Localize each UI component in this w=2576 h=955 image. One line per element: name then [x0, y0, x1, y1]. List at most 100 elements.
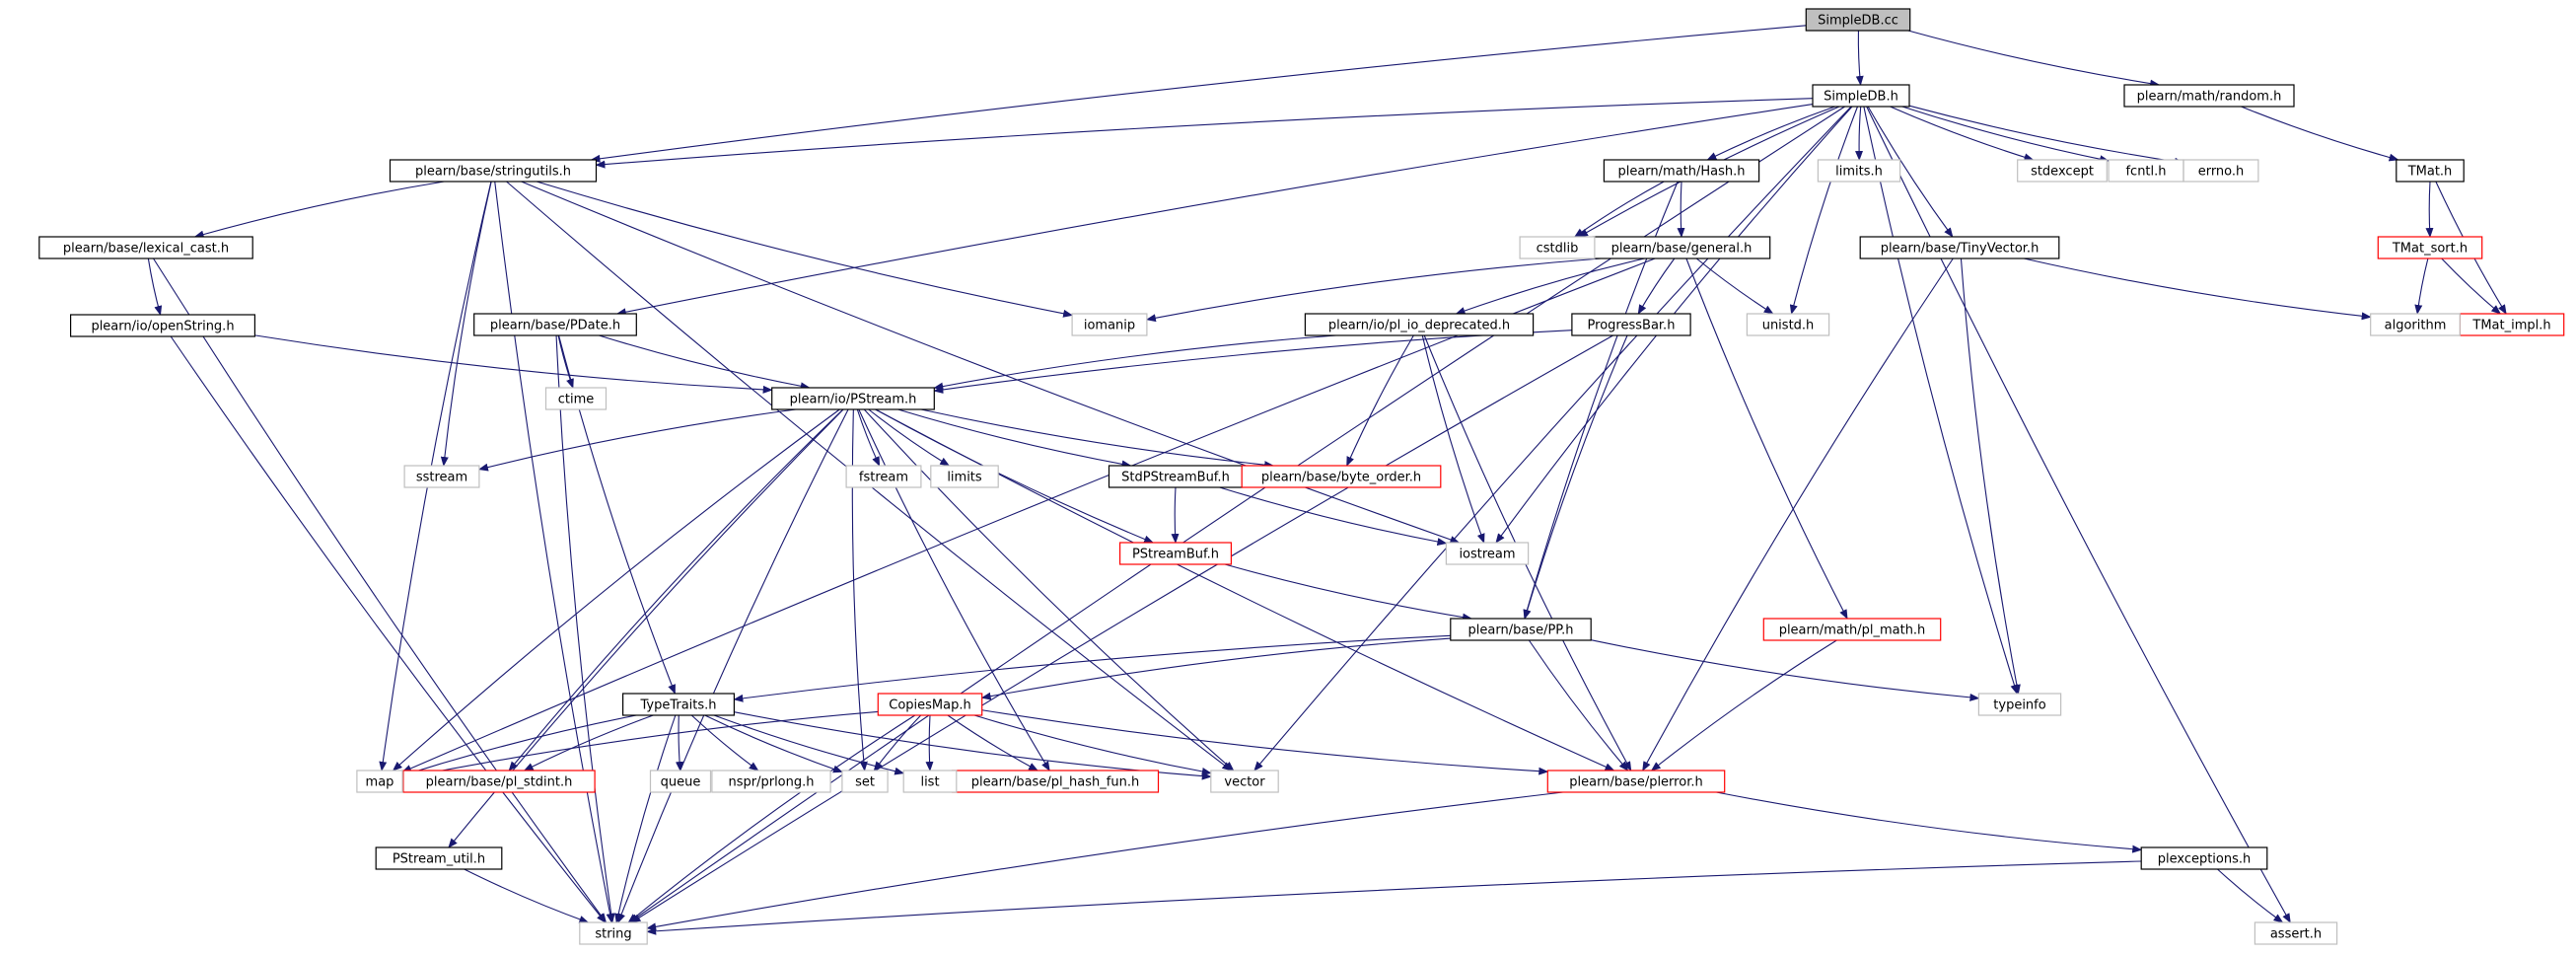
- node-stringutils-h[interactable]: plearn/base/stringutils.h: [389, 159, 598, 183]
- node-box: [1805, 8, 1911, 32]
- node-tmat-sort-h[interactable]: TMat_sort.h: [2377, 236, 2483, 259]
- node-box: [2254, 921, 2338, 945]
- node-stdpstreambuf-h[interactable]: StdPStreamBuf.h: [1108, 465, 1244, 488]
- node-box: [402, 770, 596, 793]
- edge-pstreambuf-h-to-pp-h: [1224, 563, 1472, 622]
- node-cstdlib[interactable]: cstdlib: [1519, 236, 1596, 259]
- node-pp-h[interactable]: plearn/base/PP.h: [1450, 618, 1592, 641]
- node-box: [1859, 236, 2060, 259]
- edge-openString-h-to-string: [170, 335, 607, 923]
- node-errno-h[interactable]: errno.h: [2182, 159, 2259, 183]
- node-assert-h[interactable]: assert.h: [2254, 921, 2338, 945]
- node-label: plearn/math/pl_math.h: [1779, 624, 1926, 638]
- node-simpledb-cc[interactable]: SimpleDB.cc: [1805, 8, 1911, 32]
- edge-pstream-h-to-byte-order-h: [920, 408, 1275, 470]
- node-tmat-h[interactable]: TMat.h: [2396, 159, 2465, 183]
- node-plexceptions-h[interactable]: plexceptions.h: [2140, 846, 2268, 870]
- node-box: [2396, 159, 2465, 183]
- node-map[interactable]: map: [356, 770, 403, 793]
- node-box: [1304, 313, 1535, 336]
- edge-typetraits-h-to-queue: [675, 714, 683, 771]
- node-label: plearn/base/general.h: [1611, 242, 1753, 257]
- node-random-h[interactable]: plearn/math/random.h: [2123, 84, 2295, 108]
- node-label: CopiesMap.h: [889, 698, 970, 713]
- node-pstreambuf-h[interactable]: PStreamBuf.h: [1118, 542, 1232, 565]
- node-box: [649, 770, 712, 793]
- edge-simpledb-cc-to-stringutils-h: [590, 25, 1807, 163]
- node-limits-h[interactable]: limits.h: [1817, 159, 1901, 183]
- edge-stringutils-h-to-string: [494, 181, 614, 923]
- node-fstream[interactable]: fstream: [845, 465, 922, 488]
- edge-plerror-h-to-string: [646, 791, 1563, 931]
- node-typeinfo[interactable]: typeinfo: [1977, 693, 2062, 716]
- node-limits[interactable]: limits: [930, 465, 999, 488]
- node-box: [877, 693, 983, 716]
- node-label: limits.h: [1835, 165, 1883, 180]
- node-nspr-prlong-h[interactable]: nspr/prlong.h: [711, 770, 831, 793]
- edge-typetraits-h-to-nspr-prlong-h: [690, 714, 759, 771]
- node-tinyvector-h[interactable]: plearn/base/TinyVector.h: [1859, 236, 2060, 259]
- node-pstream-util-h[interactable]: PStream_util.h: [375, 846, 503, 870]
- node-box: [2182, 159, 2259, 183]
- node-box: [356, 770, 403, 793]
- edge-general-h-to-iomanip: [1145, 257, 1602, 323]
- edge-copiesmap-h-to-vector: [973, 714, 1212, 775]
- edge-hash-h-to-cstdlib: [1573, 181, 1665, 238]
- edge-stringutils-h-to-iomanip: [536, 181, 1074, 318]
- node-box: [2370, 313, 2461, 336]
- node-typetraits-h[interactable]: TypeTraits.h: [621, 693, 735, 716]
- node-progressbar-h[interactable]: ProgressBar.h: [1571, 313, 1691, 336]
- node-unistd-h[interactable]: unistd.h: [1746, 313, 1830, 336]
- node-label: plearn/base/pl_hash_fun.h: [971, 775, 1139, 790]
- node-byte-order-h[interactable]: plearn/base/byte_order.h: [1241, 465, 1442, 488]
- node-fcntl-h[interactable]: fcntl.h: [2108, 159, 2184, 183]
- node-lexical-cast-h[interactable]: plearn/base/lexical_cast.h: [38, 236, 253, 259]
- node-tmat-impl-h[interactable]: TMat_impl.h: [2459, 313, 2565, 336]
- node-label: StdPStreamBuf.h: [1121, 471, 1230, 485]
- node-plerror-h[interactable]: plearn/base/plerror.h: [1546, 770, 1726, 793]
- edge-simpledb-cc-to-simpledb-h: [1855, 30, 1864, 86]
- node-pdate-h[interactable]: plearn/base/PDate.h: [473, 313, 637, 336]
- node-pl-io-deprecated-h[interactable]: plearn/io/pl_io_deprecated.h: [1304, 313, 1535, 336]
- node-label: typeinfo: [1993, 698, 2045, 713]
- node-vector[interactable]: vector: [1210, 770, 1279, 793]
- node-label: plearn/io/PStream.h: [790, 393, 917, 407]
- node-label: ProgressBar.h: [1588, 319, 1676, 333]
- node-pstream-h[interactable]: plearn/io/PStream.h: [771, 387, 935, 410]
- edge-pstream-h-to-pl-hash-fun-h: [858, 408, 1050, 771]
- node-algorithm[interactable]: algorithm: [2370, 313, 2461, 336]
- node-box: [1519, 236, 1596, 259]
- node-label: plearn/io/openString.h: [91, 320, 234, 334]
- node-box: [1603, 159, 1760, 183]
- node-general-h[interactable]: plearn/base/general.h: [1592, 236, 1771, 259]
- node-pl-stdint-h[interactable]: plearn/base/pl_stdint.h: [402, 770, 596, 793]
- edge-copiesmap-h-to-set: [873, 714, 922, 771]
- node-pl-math-h[interactable]: plearn/math/pl_math.h: [1762, 618, 1942, 641]
- node-label: TMat_sort.h: [2392, 242, 2468, 257]
- edge-pstream-h-to-stdpstreambuf-h: [897, 408, 1132, 469]
- edge-simpledb-h-to-vector: [1253, 106, 1852, 771]
- node-box: [1241, 465, 1442, 488]
- node-iostream[interactable]: iostream: [1445, 542, 1530, 565]
- node-simpledb-h[interactable]: SimpleDB.h: [1812, 84, 1910, 108]
- node-pl-hash-fun-h[interactable]: plearn/base/pl_hash_fun.h: [951, 770, 1160, 793]
- edge-pstream-h-to-pl-stdint-h: [508, 408, 844, 771]
- node-ctime[interactable]: ctime: [544, 387, 608, 410]
- node-box: [1762, 618, 1942, 641]
- node-hash-h[interactable]: plearn/math/Hash.h: [1603, 159, 1760, 183]
- node-box: [2017, 159, 2108, 183]
- edge-pp-h-to-typetraits-h: [733, 634, 1451, 702]
- edge-plerror-h-to-plexceptions-h: [1716, 791, 2143, 853]
- node-label: PStreamBuf.h: [1132, 548, 1219, 562]
- node-sstream[interactable]: sstream: [403, 465, 480, 488]
- node-copiesmap-h[interactable]: CopiesMap.h: [877, 693, 983, 716]
- edge-typetraits-h-to-list: [713, 714, 905, 775]
- node-stdexcept[interactable]: stdexcept: [2017, 159, 2108, 183]
- node-set[interactable]: set: [841, 770, 889, 793]
- node-queue[interactable]: queue: [649, 770, 712, 793]
- node-list[interactable]: list: [902, 770, 958, 793]
- node-openString-h[interactable]: plearn/io/openString.h: [69, 314, 256, 337]
- node-string[interactable]: string: [579, 921, 648, 945]
- node-label: TypeTraits.h: [639, 698, 716, 713]
- node-iomanip[interactable]: iomanip: [1071, 313, 1148, 336]
